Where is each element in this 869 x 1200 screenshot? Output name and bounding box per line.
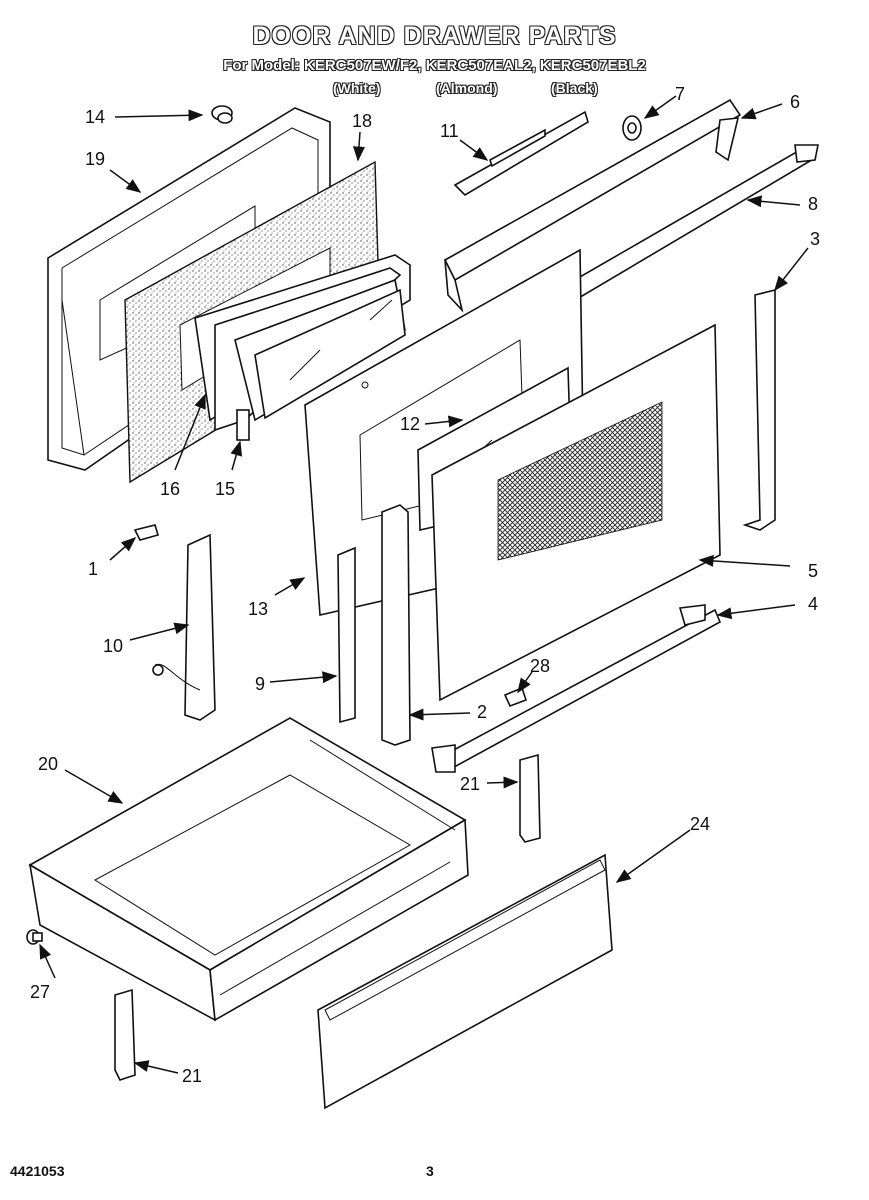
- callout-21-left: 21: [182, 1066, 202, 1086]
- callout-10: 10: [103, 636, 123, 656]
- door-bumper-part: [211, 105, 233, 124]
- callout-2: 2: [477, 702, 487, 722]
- color-white: (White): [333, 80, 381, 96]
- door-bracket: [453, 110, 589, 197]
- door-clip: [133, 524, 160, 541]
- callout-15: 15: [215, 479, 235, 499]
- callout-24: 24: [690, 814, 710, 834]
- callout-13: 13: [248, 599, 268, 619]
- callout-7: 7: [675, 84, 685, 104]
- door-bottom-trim: [431, 604, 722, 774]
- callout-28: 28: [530, 656, 550, 676]
- storage-drawer: [28, 717, 469, 1022]
- inner-glass-pack: [194, 254, 411, 441]
- callout-3: 3: [810, 229, 820, 249]
- callout-19: 19: [85, 149, 105, 169]
- callout-20: 20: [38, 754, 58, 774]
- callout-11: 11: [440, 121, 459, 141]
- model-list: For Model: KERC507EW/F2, KERC507EAL2, KE…: [223, 57, 646, 74]
- color-almond: (Almond): [436, 80, 498, 96]
- callout-4: 4: [808, 594, 818, 614]
- callout-1: 1: [88, 559, 98, 579]
- door-side-strip-9: [337, 546, 356, 724]
- callout-9: 9: [255, 674, 265, 694]
- callout-27: 27: [30, 982, 50, 1002]
- page-title: DOOR AND DRAWER PARTS: [252, 22, 617, 50]
- drawer-slide-left: [114, 988, 136, 1081]
- callout-5: 5: [808, 561, 818, 581]
- drawer-slide-right: [519, 753, 541, 843]
- callout-18: 18: [352, 111, 372, 131]
- outer-door-panel: [431, 323, 721, 702]
- side-trim-right: [742, 288, 776, 531]
- trim-clip: [503, 686, 528, 708]
- color-black: (Black): [551, 80, 598, 96]
- callout-14: 14: [85, 107, 105, 127]
- hinge-washer: [622, 115, 642, 141]
- document-number: 4421053: [10, 1163, 65, 1179]
- door-top-trim: [443, 98, 742, 313]
- callout-21-right: 21: [460, 774, 480, 794]
- callout-6: 6: [790, 92, 800, 112]
- drawer-screw: [26, 929, 43, 945]
- door-side-strip-2: [381, 504, 411, 746]
- page-number: 3: [426, 1163, 434, 1179]
- door-hinge: [152, 533, 216, 721]
- drawer-front-panel: [317, 853, 613, 1110]
- callout-12: 12: [400, 414, 420, 434]
- leader-lines: [39, 95, 809, 1074]
- callout-8: 8: [808, 194, 818, 214]
- callout-16: 16: [160, 479, 180, 499]
